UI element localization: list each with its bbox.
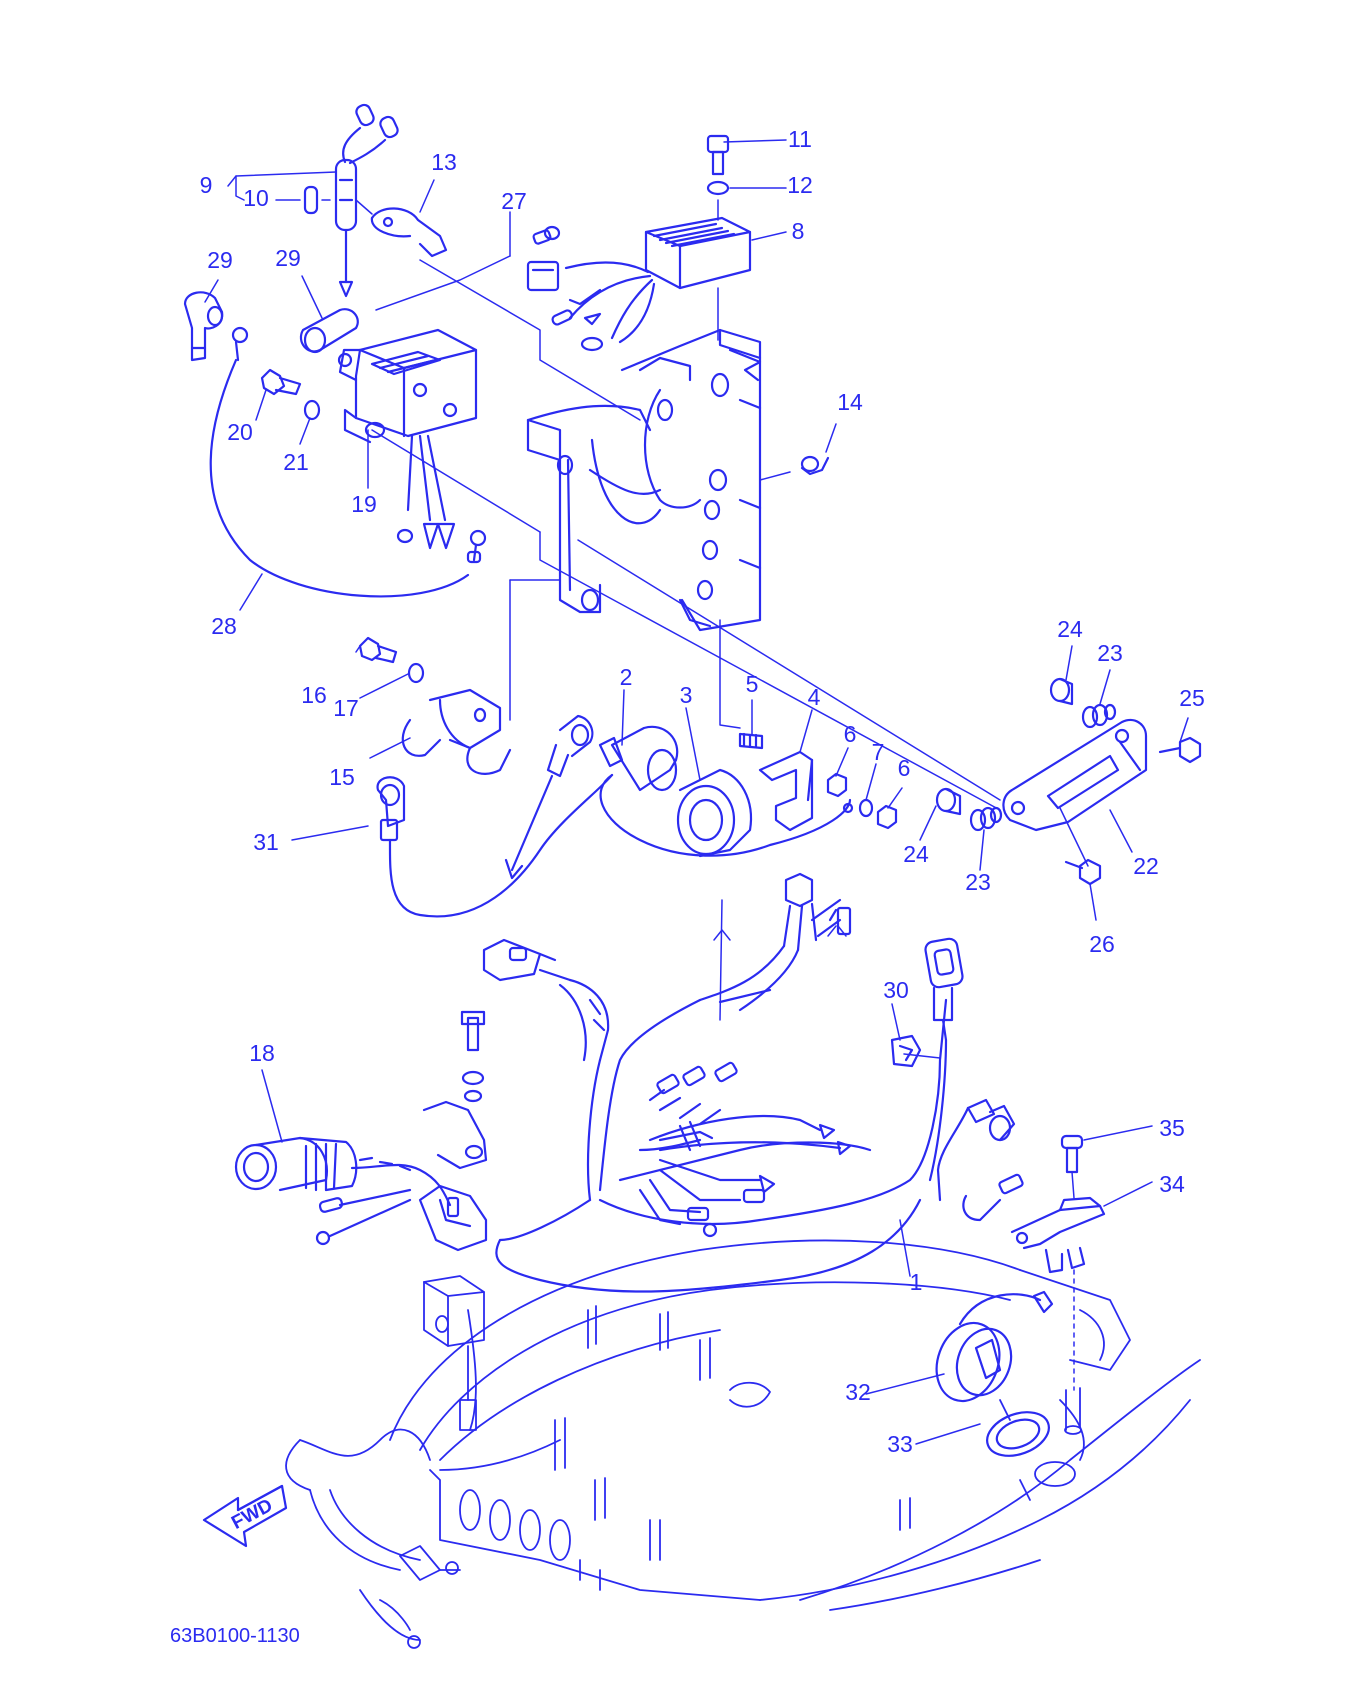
switch-lead-wire (599, 773, 852, 857)
cap-boot-upper (504, 714, 594, 880)
callout-18: 18 (249, 1040, 275, 1066)
part-2-switch (598, 725, 679, 792)
part-23-grommet-top (1081, 703, 1117, 729)
callout-16: 16 (301, 682, 327, 708)
part-20-bolt (260, 368, 302, 396)
part-31-cap (376, 773, 614, 918)
callout-21: 21 (283, 449, 309, 475)
callout-20: 20 (227, 419, 253, 445)
callout-23a: 23 (1097, 640, 1123, 666)
callout-23b: 23 (965, 869, 991, 895)
callout-27: 27 (501, 188, 527, 214)
part-13-clamp (370, 207, 448, 258)
part-29-cap-right (299, 308, 359, 354)
callout-29b: 29 (275, 245, 301, 271)
part-8-rectifier-regulator (564, 216, 752, 344)
callout-2: 2 (620, 664, 633, 690)
part-17-washer (407, 662, 425, 684)
part-4-bracket (758, 750, 814, 832)
part-1-wire-harness (482, 872, 1024, 1293)
part-19-cdi-unit (337, 328, 487, 564)
part-6-nut (826, 772, 848, 798)
part-11-bolt (706, 134, 730, 176)
part-15-clamp (401, 688, 512, 775)
part-28-lead-wire (209, 358, 470, 598)
callout-11: 11 (788, 126, 812, 152)
part-25-bolt (1158, 736, 1202, 764)
callout-4: 4 (808, 684, 821, 710)
part-35-screw (1060, 1134, 1084, 1174)
callout-7: 7 (872, 739, 885, 765)
part-29-cap-left (183, 291, 224, 362)
bottom-cowling (285, 1239, 1201, 1649)
callout-10: 10 (243, 185, 269, 211)
callout-35: 35 (1159, 1115, 1185, 1141)
callout-24a: 24 (1057, 616, 1083, 642)
callout-8: 8 (792, 218, 805, 244)
fwd-direction-arrow (202, 1484, 288, 1548)
callout-6b: 6 (898, 755, 911, 781)
callout-labels: 1 2 3 4 5 6 6 7 8 9 10 11 12 13 14 15 16… (200, 126, 1205, 1457)
part-34-bracket (1010, 1196, 1106, 1274)
part-3-cap (676, 768, 753, 858)
part-6-nut-b (876, 804, 898, 830)
part-24-collar-bottom (935, 787, 962, 816)
part-32-plug (935, 1290, 1054, 1403)
callout-19: 19 (351, 491, 377, 517)
callout-31: 31 (253, 829, 279, 855)
callout-24b: 24 (903, 841, 929, 867)
part-12-washer (706, 180, 730, 196)
part-26-bolt (1064, 858, 1102, 886)
callout-3: 3 (680, 682, 693, 708)
connector-cluster-27 (526, 225, 604, 352)
callout-33: 33 (887, 1431, 913, 1457)
callout-26: 26 (1089, 931, 1115, 957)
callout-32: 32 (845, 1379, 871, 1405)
electrical-mount-bracket (526, 328, 762, 632)
callout-22: 22 (1133, 853, 1159, 879)
part-7-washer (858, 798, 874, 818)
part-22-bracket-plate (1002, 718, 1148, 832)
callout-28: 28 (211, 613, 237, 639)
callout-6a: 6 (844, 721, 857, 747)
diagram-line-art (183, 103, 1202, 1649)
callout-13: 13 (431, 149, 457, 175)
part-18-main-switch (234, 1136, 452, 1246)
part-21-washer (303, 399, 321, 421)
callout-15: 15 (329, 764, 355, 790)
harness-bracket (418, 1010, 488, 1252)
part-14-screw (800, 455, 830, 476)
part-23-grommet-bottom (969, 806, 1003, 832)
part-33-seal (986, 1411, 1050, 1457)
part-5-stud (738, 732, 764, 750)
callout-5: 5 (746, 671, 759, 697)
leader-lines (204, 139, 1189, 1445)
part-30-clamp (890, 1034, 922, 1068)
callout-14: 14 (837, 389, 863, 415)
drawing-number: 63B0100-1130 (170, 1625, 300, 1647)
part-9-lead-connector (303, 103, 399, 298)
part-24-collar-top (1049, 677, 1074, 706)
callout-30: 30 (883, 977, 909, 1003)
part-16-bolt (358, 636, 398, 664)
callout-34: 34 (1159, 1171, 1185, 1197)
callout-12: 12 (787, 172, 813, 198)
callout-9: 9 (200, 172, 213, 198)
callout-29a: 29 (207, 247, 233, 273)
callout-1: 1 (910, 1269, 923, 1295)
callout-25: 25 (1179, 685, 1205, 711)
callout-17: 17 (333, 695, 359, 721)
